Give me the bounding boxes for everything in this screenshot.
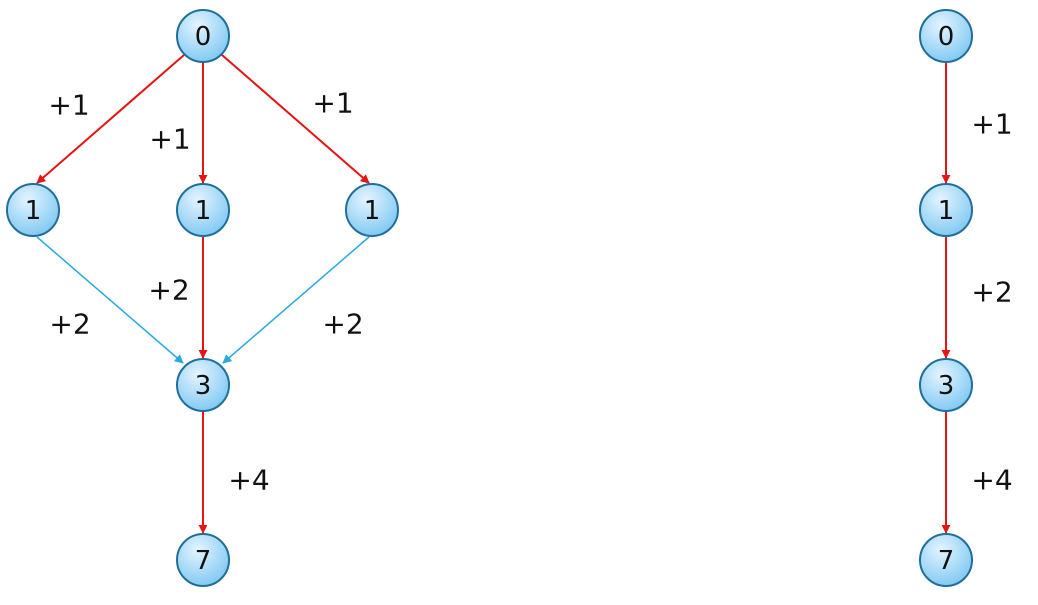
- edge-right-to-merge: [222, 236, 370, 364]
- node-final-value: 7: [195, 546, 212, 576]
- node-r1: 1: [919, 183, 973, 237]
- node-center-value: 1: [195, 196, 212, 226]
- node-right-value: 1: [364, 196, 381, 226]
- node-r1-value: 1: [938, 196, 955, 226]
- label-root-left: +1: [48, 89, 89, 122]
- label-left-merge: +2: [49, 308, 90, 341]
- node-right: 1: [345, 183, 399, 237]
- label-r1-r3: +2: [971, 276, 1012, 309]
- edge-root-to-right: [221, 54, 370, 184]
- node-merge: 3: [176, 358, 230, 412]
- node-final: 7: [176, 533, 230, 587]
- label-r0-r1: +1: [971, 108, 1012, 141]
- right-graph-edge-labels: +1 +2 +4: [971, 108, 1012, 497]
- node-r3-value: 3: [938, 371, 955, 401]
- left-graph-edge-labels: +1 +1 +1 +2 +2 +2 +4: [48, 87, 363, 497]
- right-graph-nodes: 0 1 3 7: [919, 9, 973, 587]
- node-center: 1: [176, 183, 230, 237]
- label-r3-r7: +4: [971, 464, 1012, 497]
- node-merge-value: 3: [195, 371, 212, 401]
- node-left-value: 1: [25, 196, 42, 226]
- node-root: 0: [176, 9, 230, 63]
- node-r0: 0: [919, 9, 973, 63]
- label-right-merge: +2: [322, 308, 363, 341]
- edge-root-to-left: [36, 54, 185, 184]
- left-graph-nodes: 0 1 1 1 3 7: [6, 9, 399, 587]
- label-center-merge: +2: [148, 274, 189, 307]
- node-r7-value: 7: [938, 546, 955, 576]
- node-r3: 3: [919, 358, 973, 412]
- label-merge-final: +4: [228, 464, 269, 497]
- edge-left-to-merge: [36, 236, 184, 364]
- label-root-right: +1: [312, 87, 353, 120]
- node-left: 1: [6, 183, 60, 237]
- left-graph-edges: [36, 54, 370, 534]
- label-root-center: +1: [149, 123, 190, 156]
- node-r7: 7: [919, 533, 973, 587]
- node-r0-value: 0: [938, 22, 955, 52]
- node-root-value: 0: [195, 22, 212, 52]
